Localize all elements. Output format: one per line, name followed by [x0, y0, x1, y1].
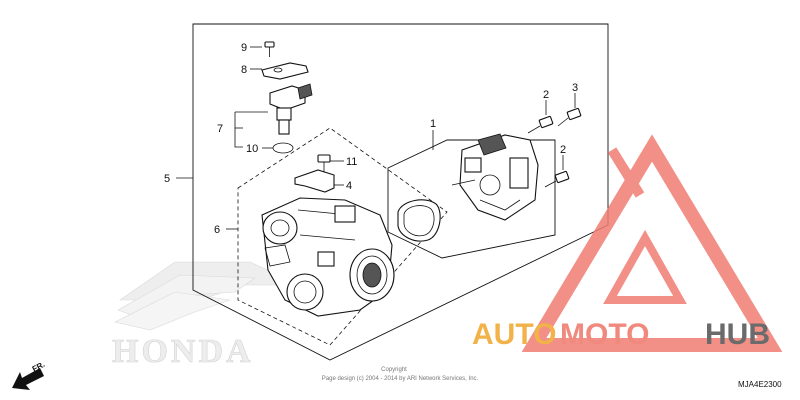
- part-2-bolt-upper: [527, 115, 554, 134]
- part-11-bolt: [317, 154, 331, 180]
- part-1-sensor-unit: [451, 133, 539, 221]
- callout-6: 6: [214, 224, 220, 236]
- watermark-moto: MOTO: [560, 318, 649, 351]
- part-9-screw: [264, 41, 275, 57]
- throttle-body: [261, 197, 395, 317]
- assembly-6-boundary: [237, 127, 448, 346]
- callout-8: 8: [241, 64, 247, 76]
- honda-watermark-text: HONDA: [112, 333, 254, 370]
- part-4-bracket: [294, 169, 335, 193]
- callout-5: 5: [164, 173, 170, 185]
- watermark-hub: HUB: [705, 318, 770, 351]
- callout-1: 1: [430, 118, 436, 130]
- part-8-gasket: [261, 62, 309, 80]
- callout-2-upper: 2: [543, 89, 549, 101]
- assembly-1-boundary: [387, 139, 556, 259]
- leader-lines: [176, 46, 576, 230]
- part-2-bolt-lower: [544, 170, 570, 188]
- callout-11: 11: [346, 156, 357, 168]
- part-10-o-ring: [272, 142, 294, 154]
- watermark-auto: AUTO: [472, 318, 556, 351]
- callout-7: 7: [217, 123, 223, 135]
- automotohub-triangle-logo: [521, 134, 783, 352]
- callout-9: 9: [241, 42, 247, 54]
- callout-2-lower: 2: [560, 144, 566, 156]
- front-direction-label: FR.: [31, 360, 47, 374]
- callout-4: 4: [346, 180, 352, 192]
- diagram-code: MJA4E2300: [738, 380, 782, 389]
- copyright-line-1: Copyright: [381, 367, 407, 373]
- assembly-5-boundary: [192, 23, 609, 361]
- copyright-line-2: Page design (c) 2004 - 2014 by ARI Netwo…: [322, 376, 479, 382]
- throttle-body-gasket: [397, 199, 441, 242]
- part-7-sensor: [269, 83, 313, 135]
- part-3-bolt: [557, 107, 582, 127]
- honda-wing-logo: HONDA: [112, 261, 301, 370]
- front-direction-arrow: [12, 368, 44, 390]
- callout-10: 10: [246, 143, 258, 155]
- callout-3: 3: [572, 82, 578, 94]
